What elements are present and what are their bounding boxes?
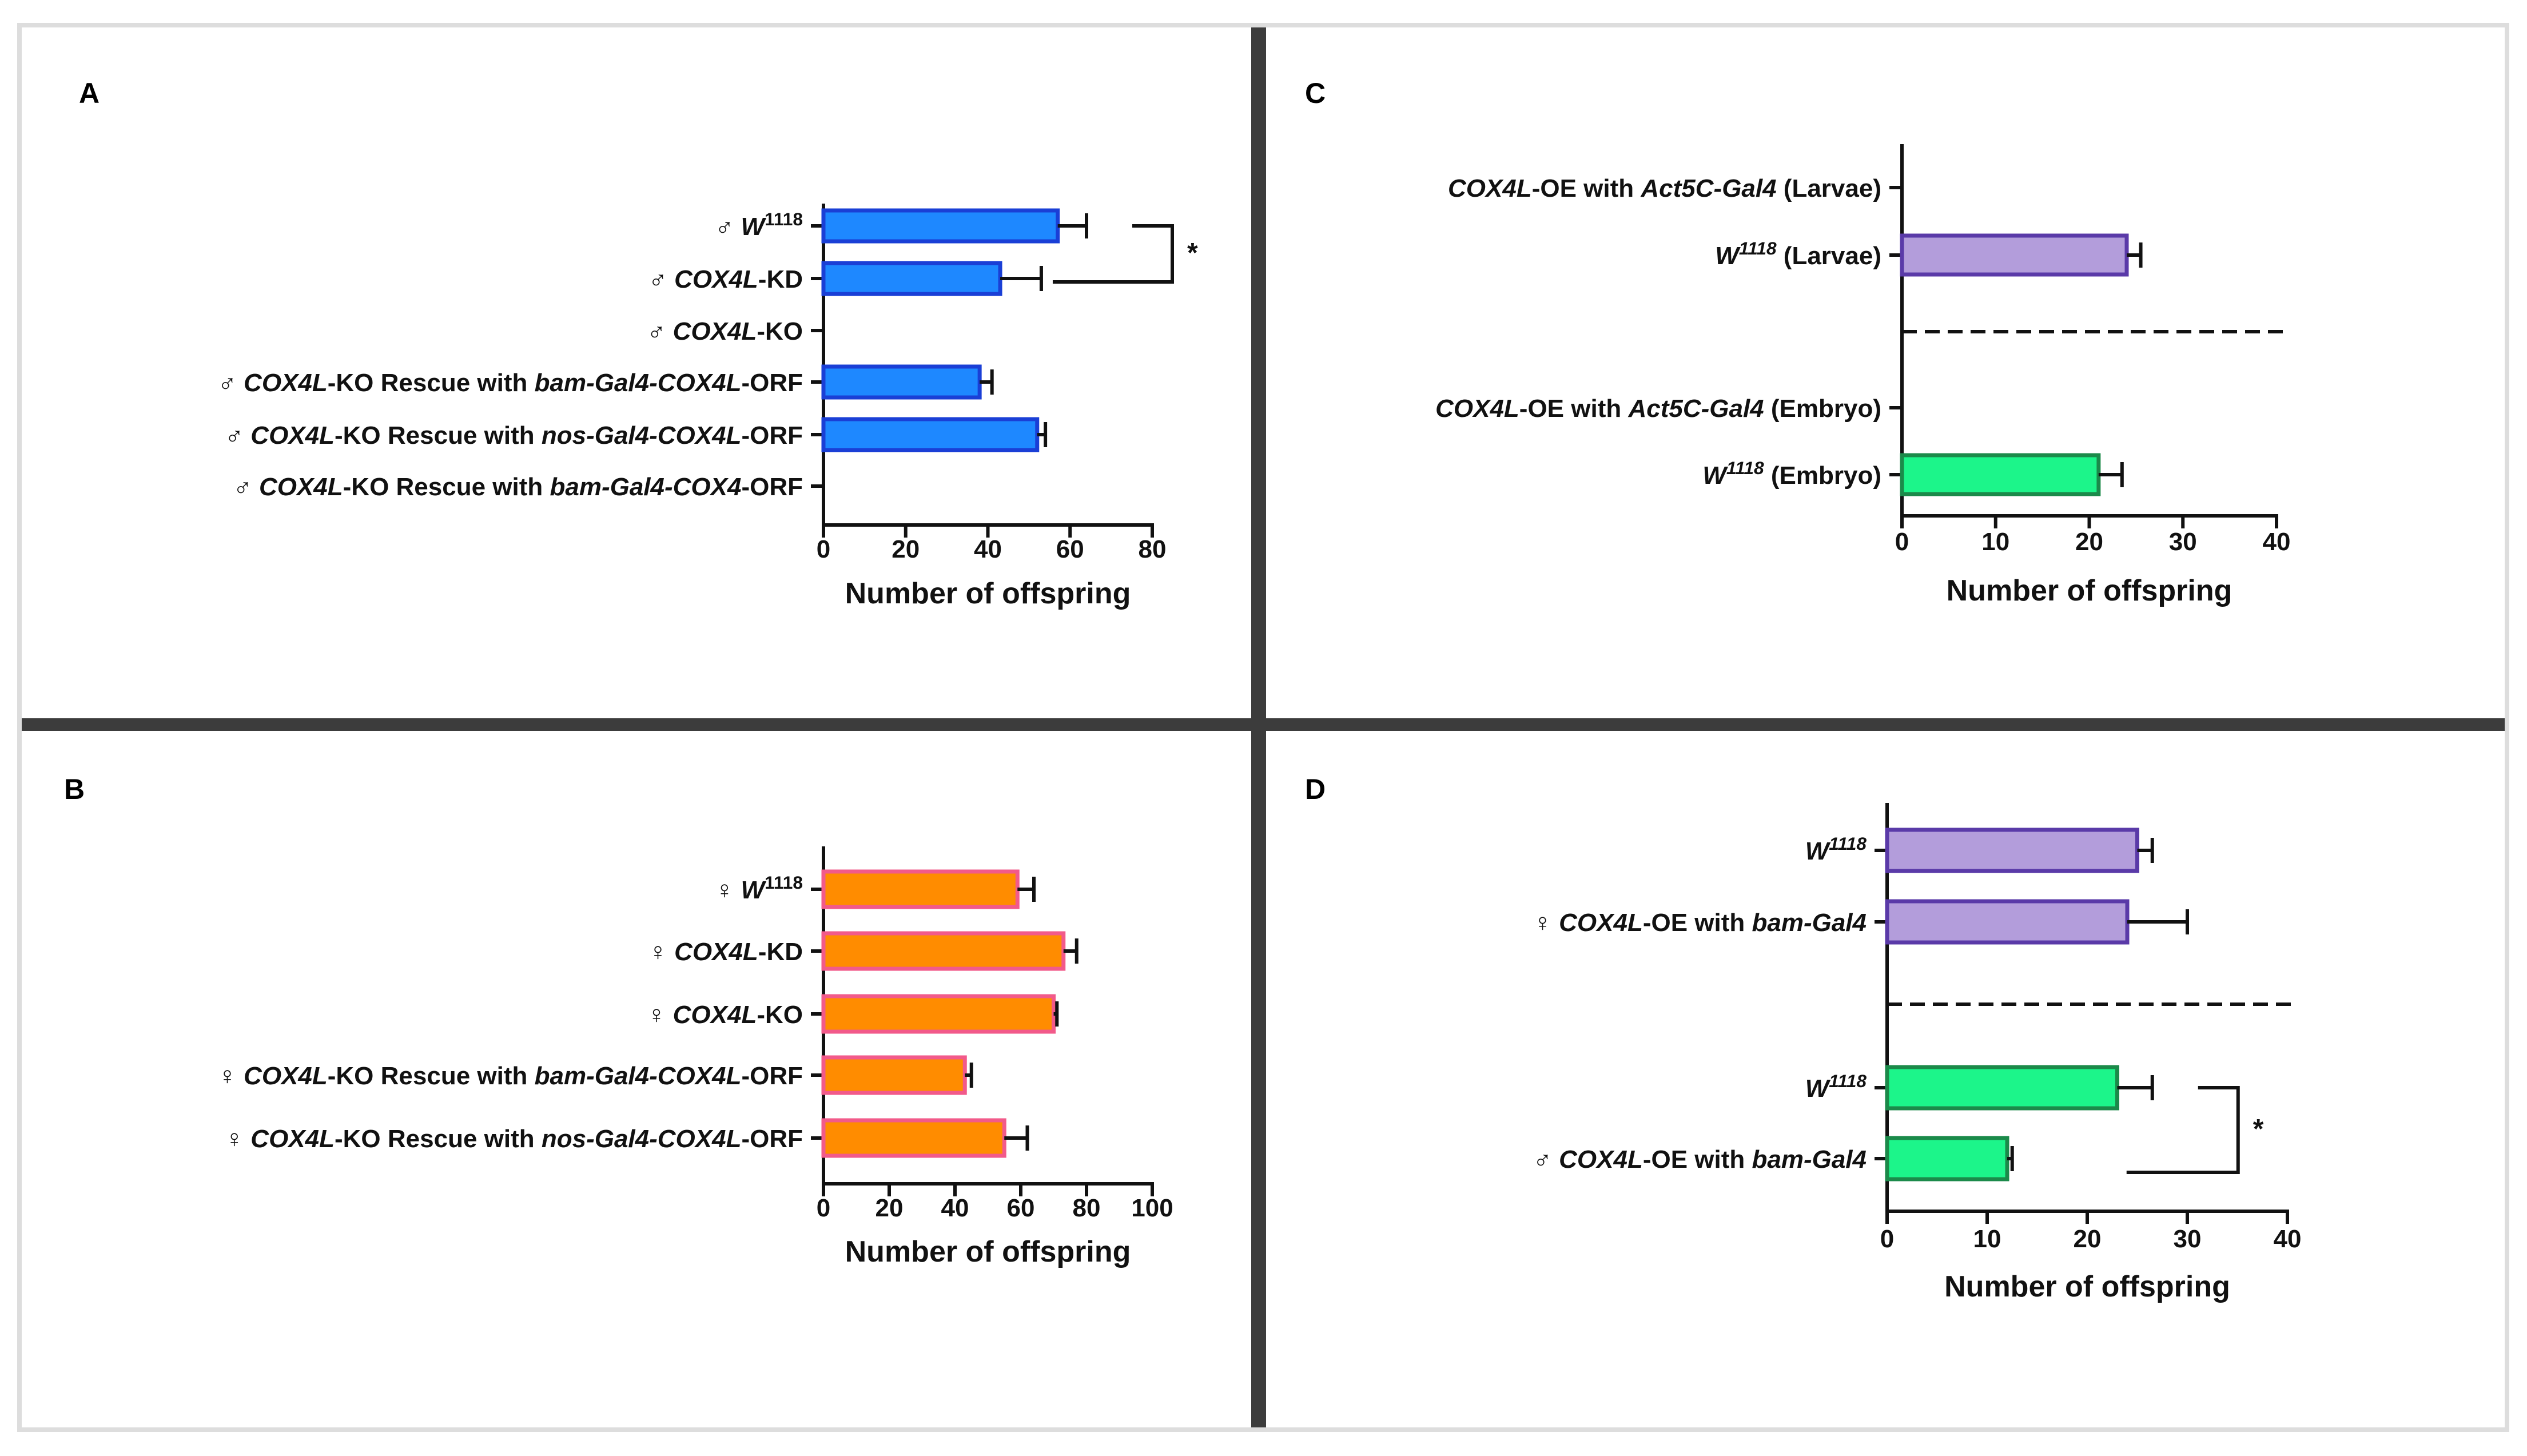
- bar: [1900, 233, 2129, 277]
- category-label: ♂ COX4L-OE with bam-Gal4: [1533, 1145, 1867, 1173]
- category-label: ♂ COX4L-KO Rescue with bam-Gal4-COX4L-OR…: [218, 369, 803, 397]
- x-tick-label: 100: [1131, 1194, 1173, 1222]
- x-tick-label: 60: [1007, 1194, 1035, 1222]
- bar: [821, 1118, 1006, 1158]
- x-axis-title: Number of offspring: [1944, 1270, 2230, 1303]
- category-label: COX4L-OE with Act5C-Gal4 (Larvae): [1448, 174, 1881, 202]
- bar: [1885, 1065, 2119, 1111]
- x-axis-title: Number of offspring: [1947, 574, 2232, 607]
- x-tick-label: 60: [1056, 535, 1084, 563]
- x-tick-label: 40: [974, 535, 1002, 563]
- bar: [821, 931, 1066, 971]
- category-label: ♀ COX4L-KO Rescue with nos-Gal4-COX4L-OR…: [225, 1125, 803, 1153]
- x-tick-label: 20: [876, 1194, 904, 1222]
- category-label: ♂ COX4L-KO: [647, 317, 803, 345]
- category-label: W1118​ (Embryo): [1702, 458, 1881, 490]
- category-label: W1118​: [1805, 833, 1867, 865]
- x-tick-label: 0: [817, 1194, 830, 1222]
- category-label: ♀ COX4L-KD: [648, 938, 803, 966]
- panel-letter-c: C: [1305, 77, 1326, 109]
- category-label: ♂ COX4L-KO Rescue with nos-Gal4-COX4L-OR…: [225, 421, 803, 449]
- bar: [821, 1055, 967, 1095]
- panel-letter-a: A: [79, 77, 100, 109]
- category-label: ♀ COX4L-KO: [647, 1001, 803, 1029]
- x-tick-label: 40: [2263, 528, 2291, 556]
- category-label: ♂ W1118​: [715, 209, 803, 241]
- category-label: W1118​: [1805, 1071, 1867, 1103]
- x-tick-label: 80: [1073, 1194, 1101, 1222]
- bar: [821, 364, 982, 400]
- x-tick-label: 0: [1880, 1225, 1894, 1253]
- x-tick-label: 80: [1139, 535, 1167, 563]
- x-tick-label: 40: [2274, 1225, 2302, 1253]
- category-label: ♂ COX4L-KD: [648, 265, 803, 293]
- bar: [821, 869, 1020, 909]
- x-tick-label: 40: [941, 1194, 969, 1222]
- category-label: COX4L-OE with Act5C-Gal4 (Embryo): [1435, 395, 1881, 423]
- significance-bracket: [1052, 224, 1174, 284]
- significance-star: *: [2253, 1114, 2264, 1144]
- bar: [1885, 1136, 2009, 1181]
- category-label: ♀ W1118​: [715, 872, 803, 904]
- x-axis-title: Number of offspring: [845, 1235, 1131, 1268]
- category-label: ♀ COX4L-KO Rescue with bam-Gal4-COX4L-OR…: [218, 1062, 803, 1090]
- significance-bracket: [2126, 1086, 2240, 1174]
- x-tick-label: 30: [2169, 528, 2197, 556]
- panel-letter-d: D: [1305, 773, 1326, 805]
- x-tick-label: 10: [1981, 528, 2009, 556]
- x-tick-label: 0: [817, 535, 830, 563]
- bar: [821, 261, 1002, 296]
- x-tick-label: 0: [1895, 528, 1909, 556]
- bar: [821, 417, 1040, 452]
- bar: [1885, 828, 2139, 873]
- bar: [1885, 899, 2130, 945]
- category-label: W1118​ (Larvae): [1715, 238, 1881, 270]
- x-tick-label: 20: [2075, 528, 2103, 556]
- panel-letter-b: B: [64, 773, 85, 805]
- category-label: ♀ COX4L-OE with bam-Gal4: [1533, 909, 1867, 937]
- bar: [821, 994, 1056, 1034]
- bar: [821, 208, 1060, 244]
- significance-star: *: [1187, 238, 1198, 268]
- bar: [1900, 453, 2101, 496]
- x-axis-title: Number of offspring: [845, 577, 1131, 610]
- category-label: ♂ COX4L-KO Rescue with bam-Gal4-COX4-ORF: [233, 473, 803, 501]
- x-tick-label: 20: [892, 535, 920, 563]
- horizontal-divider: [22, 718, 2505, 731]
- x-tick-label: 20: [2074, 1225, 2102, 1253]
- x-tick-label: 10: [1973, 1225, 2001, 1253]
- x-tick-label: 30: [2174, 1225, 2202, 1253]
